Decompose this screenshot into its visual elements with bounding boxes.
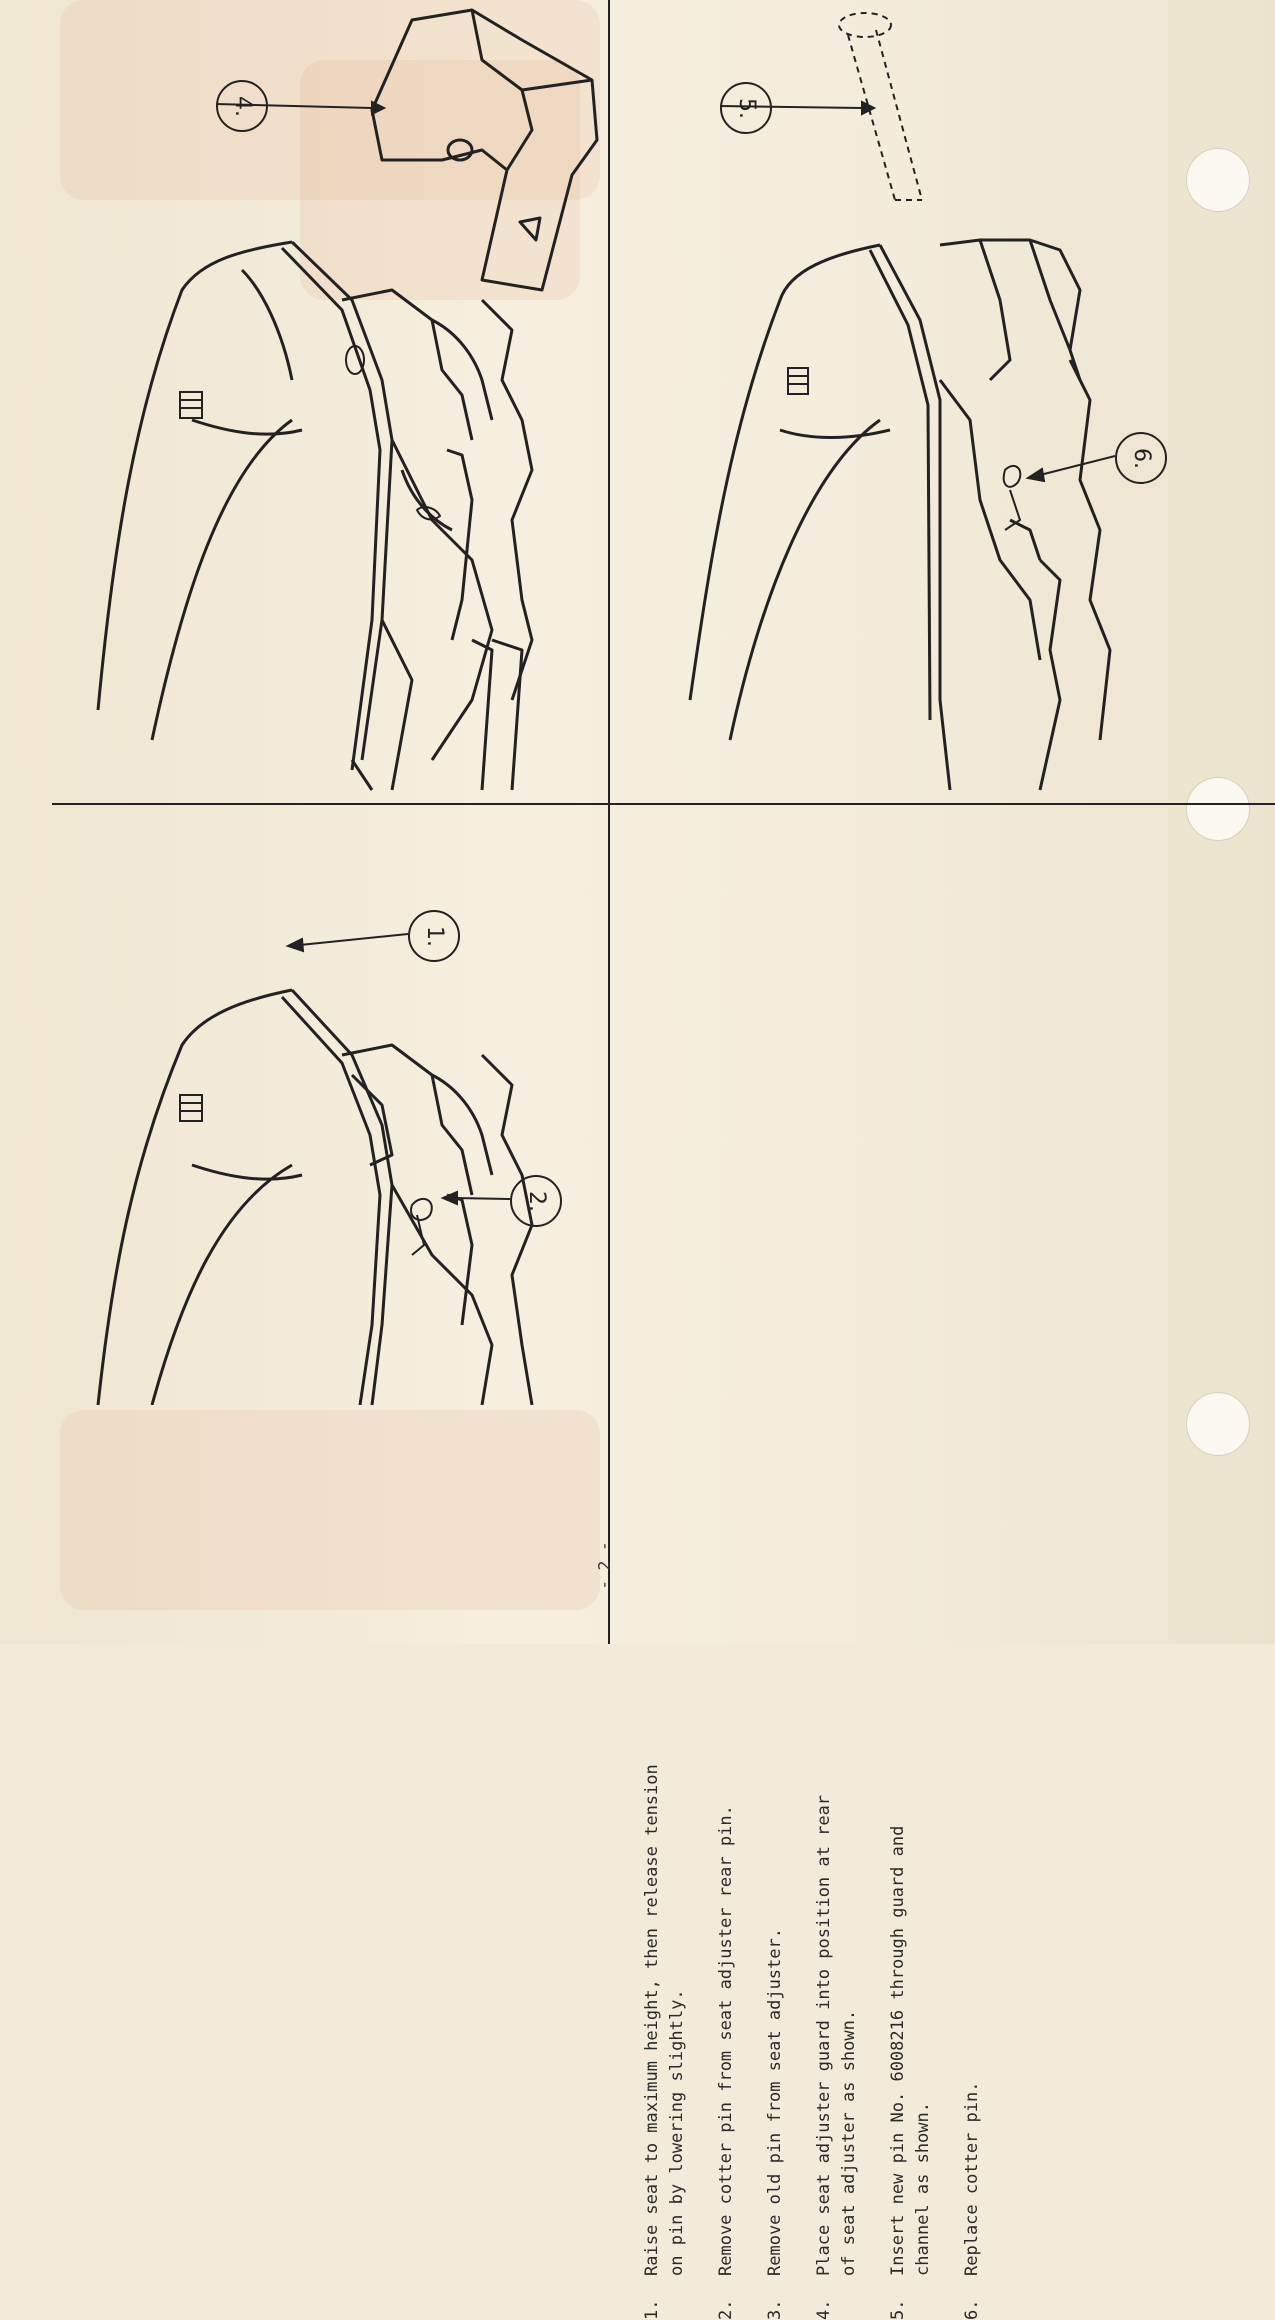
- figure-panel-guard: [52, 0, 608, 803]
- seat-adjuster-illustration: [96, 8, 599, 791]
- page-number: - 2 -: [594, 1540, 614, 1590]
- instruction-step: 4. Place seat adjuster guard into positi…: [812, 1520, 862, 2320]
- callout-leader-lines: [215, 100, 1116, 1206]
- step-text: Place seat adjuster guard into position …: [814, 1794, 859, 2276]
- horizontal-divider: [52, 803, 1275, 805]
- step-number: 5.: [888, 2299, 908, 2320]
- callout-5: 5.: [720, 82, 772, 134]
- seat-adjuster-illustration: [96, 988, 534, 1405]
- callout-2: 2.: [510, 1175, 562, 1227]
- punch-hole: [1186, 148, 1250, 212]
- figure-panel-cotter: [52, 805, 608, 1405]
- punch-hole: [1186, 777, 1250, 841]
- punch-hole: [1186, 1392, 1250, 1456]
- callout-6: 6.: [1115, 432, 1167, 484]
- instruction-list: 1. Raise seat to maximum height, then re…: [640, 1520, 1200, 2320]
- figure-panel-pin: [610, 0, 1210, 803]
- bleed-through-shading: [60, 1410, 600, 1610]
- instruction-step: 2. Remove cotter pin from seat adjuster …: [714, 1520, 739, 2320]
- step-number: 6.: [962, 2299, 982, 2320]
- instruction-step: 6. Replace cotter pin.: [960, 1520, 985, 2320]
- step-number: 4.: [814, 2299, 834, 2320]
- instruction-step: 1. Raise seat to maximum height, then re…: [640, 1520, 690, 2320]
- step-text: Replace cotter pin.: [962, 2081, 982, 2276]
- bleed-through-shading: [300, 60, 580, 300]
- callout-1: 1.: [408, 910, 460, 962]
- vertical-divider: [608, 0, 610, 1644]
- step-number: 3.: [765, 2299, 785, 2320]
- instruction-step: 5. Insert new pin No. 6008216 through gu…: [886, 1520, 936, 2320]
- step-number: 1.: [642, 2299, 662, 2320]
- step-number: 2.: [716, 2299, 736, 2320]
- seat-adjuster-guard-illustration: [688, 12, 1112, 791]
- step-text: Remove old pin from seat adjuster.: [765, 1928, 785, 2276]
- instruction-step: 3. Remove old pin from seat adjuster.: [763, 1520, 788, 2320]
- step-text: Remove cotter pin from seat adjuster rea…: [716, 1805, 736, 2276]
- step-text: Raise seat to maximum height, then relea…: [642, 1764, 687, 2276]
- step-text: Insert new pin No. 6008216 through guard…: [888, 1825, 933, 2276]
